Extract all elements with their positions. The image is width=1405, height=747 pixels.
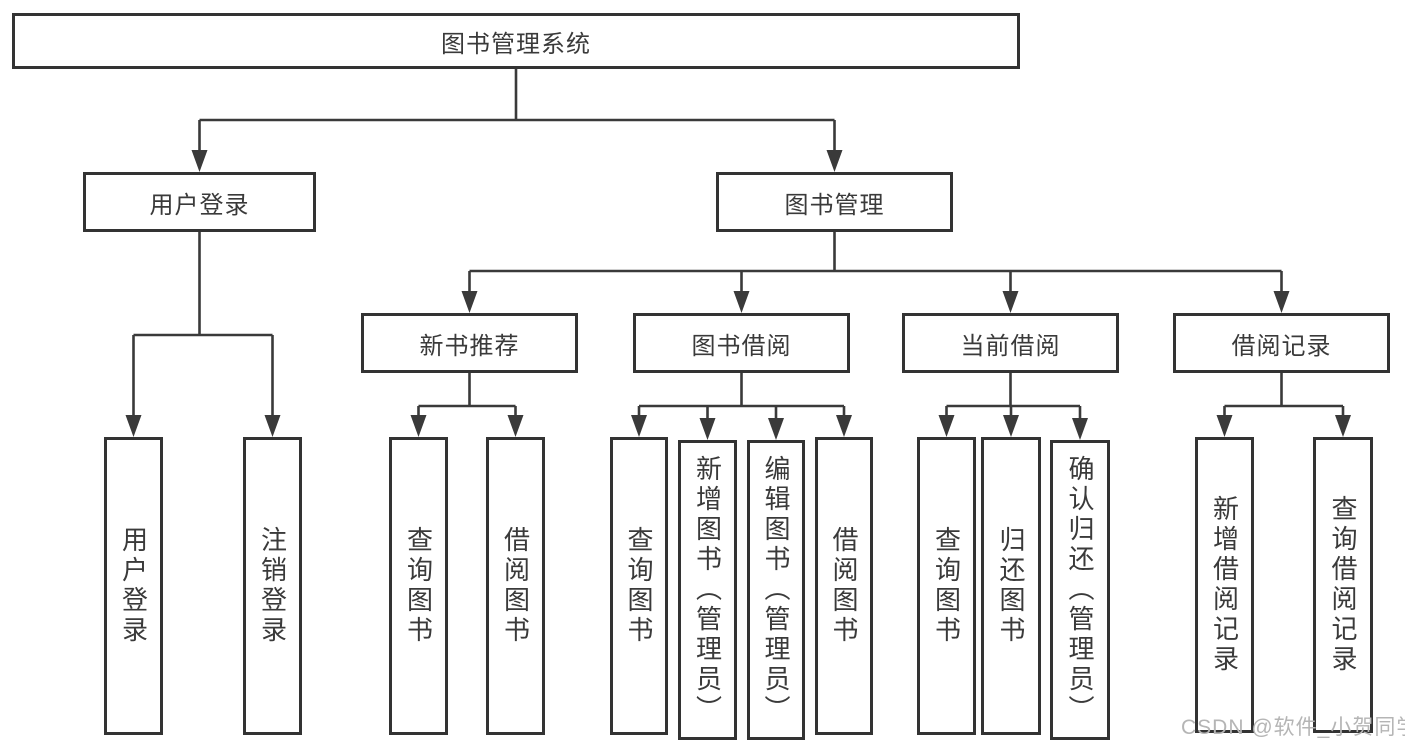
node-label: 图书借阅 [691, 332, 792, 360]
node-b-query: 查询图书 [610, 437, 668, 735]
arrowhead-icon [264, 415, 281, 437]
connector-path [1223, 373, 1345, 419]
node-label: 新增借阅记录 [1209, 495, 1240, 675]
arrowhead-icon [699, 418, 716, 440]
arrowhead-icon [461, 291, 478, 313]
arrowhead-icon [1002, 291, 1019, 313]
node-label: 注销登录 [257, 526, 288, 646]
arrowhead-icon [191, 150, 208, 172]
node-label: 借阅图书 [829, 526, 859, 646]
arrowhead-icon [1003, 415, 1019, 437]
node-r-query: 查询借阅记录 [1313, 437, 1373, 733]
arrowhead-icon [1216, 415, 1233, 437]
node-borrow: 图书借阅 [633, 313, 850, 373]
arrowhead-icon [836, 415, 852, 437]
node-b-edit: 编辑图书（管理员） [747, 440, 805, 740]
node-label: 查询图书 [931, 526, 962, 646]
node-b-borrow: 借阅图书 [815, 437, 873, 735]
node-r-add: 新增借阅记录 [1195, 437, 1254, 733]
connector-path [468, 232, 1283, 295]
arrowhead-icon [1273, 291, 1290, 313]
node-label: 用户登录 [149, 191, 250, 219]
node-label: 查询借阅记录 [1328, 495, 1358, 675]
watermark-text: CSDN @软件_小贺同学 [1181, 716, 1405, 739]
node-records: 借阅记录 [1173, 313, 1390, 373]
node-login: 用户登录 [83, 172, 316, 232]
node-label: 确认归还（管理员） [1065, 455, 1095, 725]
node-logout: 注销登录 [243, 437, 302, 735]
node-label: 归还图书 [996, 526, 1026, 646]
node-user-login: 用户登录 [104, 437, 163, 735]
connector-path [198, 69, 836, 154]
node-label: 新增图书（管理员） [692, 455, 723, 725]
node-label: 查询图书 [624, 526, 654, 646]
arrowhead-icon [768, 418, 784, 440]
arrowhead-icon [125, 415, 142, 437]
arrowhead-icon [938, 415, 955, 437]
node-c-confirm: 确认归还（管理员） [1050, 440, 1110, 740]
node-label: 新书推荐 [419, 332, 520, 360]
connector-path [945, 373, 1082, 422]
connector-path [637, 373, 846, 422]
arrowhead-icon [1072, 418, 1088, 440]
node-root: 图书管理系统 [12, 13, 1020, 69]
node-nb-query: 查询图书 [389, 437, 448, 735]
arrowhead-icon [410, 415, 427, 437]
node-label: 图书管理 [784, 191, 885, 219]
node-newbook: 新书推荐 [361, 313, 578, 373]
node-label: 图书管理系统 [441, 30, 591, 58]
node-label: 当前借阅 [960, 332, 1061, 360]
node-c-query: 查询图书 [917, 437, 976, 735]
node-label: 编辑图书（管理员） [761, 455, 791, 725]
connector-path [417, 373, 517, 419]
node-current: 当前借阅 [902, 313, 1119, 373]
arrowhead-icon [631, 415, 647, 437]
node-label: 查询图书 [403, 526, 434, 646]
arrowhead-icon [507, 415, 524, 437]
node-mgmt: 图书管理 [716, 172, 953, 232]
arrowhead-icon [1335, 415, 1351, 437]
node-label: 用户登录 [118, 526, 149, 646]
node-c-return: 归还图书 [981, 437, 1041, 735]
arrowhead-icon [826, 150, 843, 172]
node-label: 借阅图书 [500, 526, 531, 646]
node-label: 借阅记录 [1231, 332, 1332, 360]
arrowhead-icon [733, 291, 750, 313]
node-b-add: 新增图书（管理员） [678, 440, 737, 740]
node-nb-borrow: 借阅图书 [486, 437, 545, 735]
connector-path [132, 232, 274, 419]
